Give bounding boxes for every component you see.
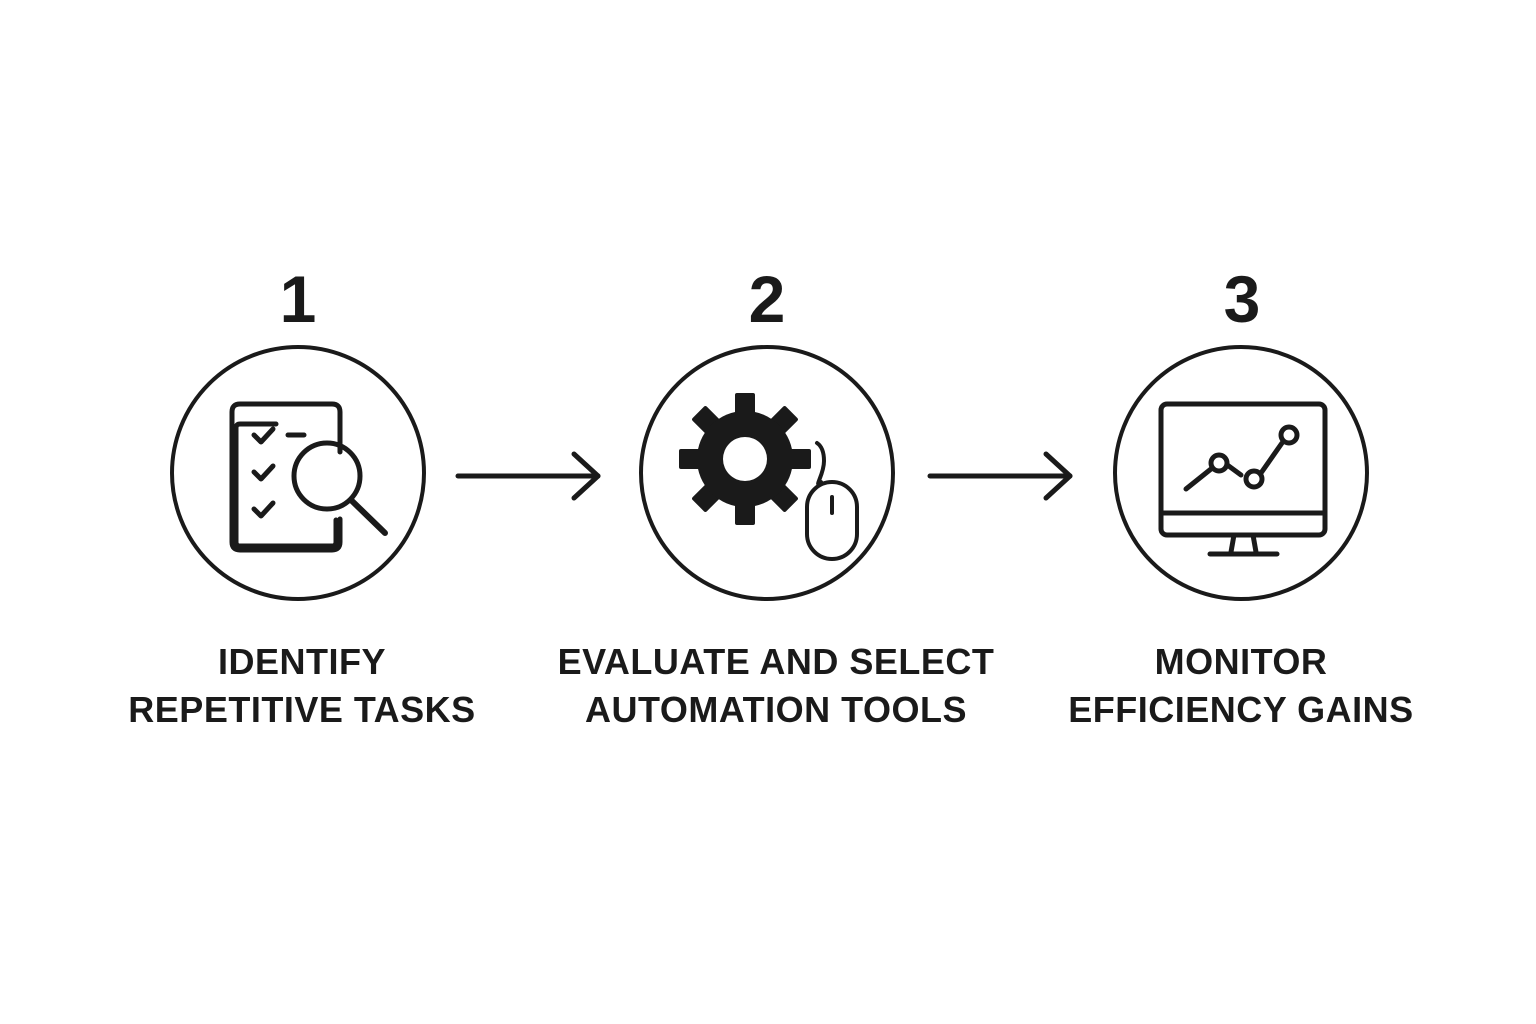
gear-mouse-icon bbox=[679, 393, 859, 561]
step-2-label: EVALUATE AND SELECT AUTOMATION TOOLS bbox=[536, 638, 1016, 734]
step-1-label-line2: REPETITIVE TASKS bbox=[128, 689, 476, 730]
step-1-label-line1: IDENTIFY bbox=[217, 641, 386, 682]
step-1-label: IDENTIFY REPETITIVE TASKS bbox=[62, 638, 542, 734]
step-3-number: 3 bbox=[1223, 262, 1261, 336]
checklist-magnifier-icon bbox=[229, 401, 388, 553]
step-3-label-line2: EFFICIENCY GAINS bbox=[1068, 689, 1414, 730]
step-2-number: 2 bbox=[748, 262, 786, 336]
step-2-label-line2: AUTOMATION TOOLS bbox=[585, 689, 967, 730]
step-2-label-line1: EVALUATE AND SELECT bbox=[557, 641, 995, 682]
step-1-number: 1 bbox=[279, 262, 317, 336]
step-3-label: MONITOR EFFICIENCY GAINS bbox=[1001, 638, 1481, 734]
arrow-right-icon bbox=[455, 451, 601, 501]
arrow-right-icon bbox=[927, 451, 1073, 501]
step-3-label-line1: MONITOR bbox=[1154, 641, 1328, 682]
monitor-chart-icon bbox=[1158, 401, 1328, 557]
step-1-circle bbox=[170, 345, 426, 601]
step-3-circle bbox=[1113, 345, 1369, 601]
step-2-circle bbox=[639, 345, 895, 601]
